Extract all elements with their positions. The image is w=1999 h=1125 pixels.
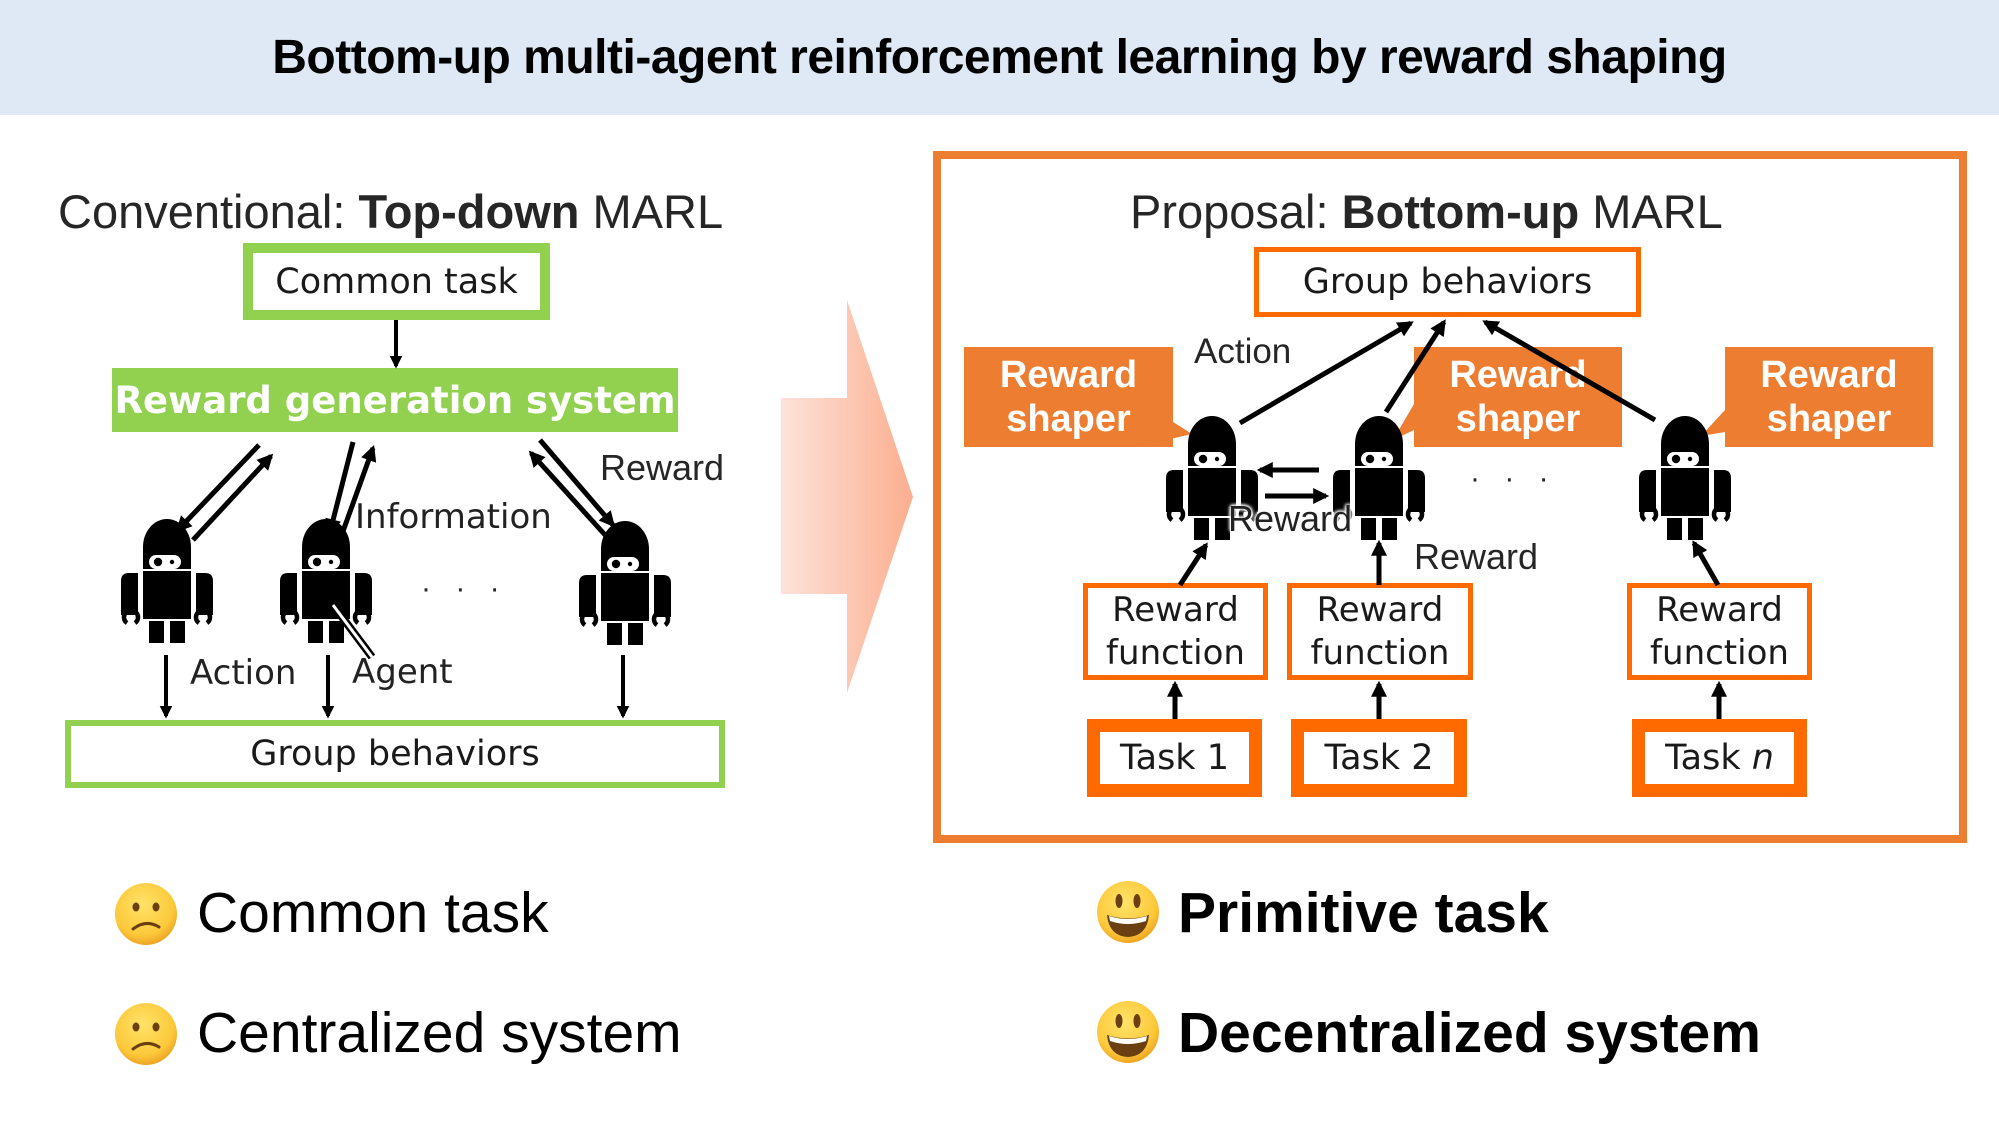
right-bullet-2-text: Decentralized system <box>1178 1001 1761 1065</box>
right-title-bold: Bottom-up <box>1341 185 1580 238</box>
left-bullet-2: Centralized system <box>197 1000 682 1066</box>
task-box-2: Task 2 <box>1291 719 1467 797</box>
arrow-agent-2-to-group <box>1383 319 1447 414</box>
arrow-agent-n-to-system <box>528 450 608 538</box>
arrow-agent-n-to-group <box>1482 319 1657 423</box>
right-bullet-1-text: Primitive task <box>1178 881 1549 945</box>
confused-face-icon <box>113 881 179 947</box>
smiling-face-icon <box>1097 881 1159 943</box>
right-arrow-icon <box>781 300 913 693</box>
arrow-reward-fn-1-to-agent-1 <box>1177 542 1209 587</box>
right-bullet-2: Decentralized system <box>1178 1000 1761 1066</box>
reward-shaper-2-line2: shaper <box>1455 398 1581 440</box>
task-box-n: Task n <box>1632 719 1807 797</box>
arrow-agent-2-to-system <box>339 444 377 535</box>
right-ellipsis: · · · <box>1470 462 1557 495</box>
left-agent-2-robot-icon <box>280 519 372 643</box>
arrow-agent-1-to-group <box>1238 320 1414 426</box>
right-reward-label: Reward <box>1414 536 1539 577</box>
task-2-label: Task 2 <box>1324 738 1434 778</box>
left-agent-n-robot-icon <box>579 521 671 645</box>
common-task-label: Common task <box>275 261 518 302</box>
confused-face-icon <box>113 1001 179 1067</box>
right-bullet-1: Primitive task <box>1178 880 1549 946</box>
left-title-prefix: Conventional: <box>58 185 359 238</box>
left-group-behaviors-box: Group behaviors <box>65 720 725 788</box>
reward-function-1-line2: function <box>1106 632 1245 673</box>
task-n-index: n <box>1751 738 1774 778</box>
task-n-label: Task <box>1665 738 1752 778</box>
right-action-label: Action <box>1194 332 1292 371</box>
reward-function-n-line2: function <box>1650 632 1789 673</box>
left-reward-label: Reward <box>600 447 725 488</box>
slide-title: Bottom-up multi-agent reinforcement lear… <box>272 31 1727 84</box>
left-information-label: Information <box>355 497 552 537</box>
left-title-suffix: MARL <box>579 185 724 238</box>
right-group-behaviors-box: Group behaviors <box>1254 247 1641 317</box>
right-agent-n-robot-icon <box>1639 416 1731 540</box>
right-group-behaviors-label: Group behaviors <box>1302 262 1593 302</box>
proposal-panel <box>933 151 1967 843</box>
right-title-prefix: Proposal: <box>1130 185 1342 238</box>
reward-shaper-1-tail <box>1140 420 1192 446</box>
reward-shaper-2-line1: Reward <box>1449 354 1587 396</box>
left-bullet-1: Common task <box>197 880 549 946</box>
task-1-label: Task 1 <box>1120 738 1229 778</box>
left-section-title: Conventional: Top-down MARL <box>58 184 723 239</box>
reward-generation-system-label: Reward generation system <box>114 378 676 422</box>
reward-function-n-line1: Reward <box>1656 589 1783 630</box>
arrow-system-to-agent-1 <box>175 443 261 533</box>
right-title-suffix: MARL <box>1579 185 1723 238</box>
arrow-system-to-agent-n <box>538 438 616 528</box>
arrow-agent-1-to-system <box>191 453 274 542</box>
left-ellipsis: · · · <box>421 572 508 605</box>
left-action-label: Action <box>190 653 297 693</box>
left-bullet-2-text: Centralized system <box>197 1001 682 1065</box>
left-group-behaviors-label: Group behaviors <box>250 734 540 774</box>
reward-function-2-line2: function <box>1310 632 1450 673</box>
reward-shaper-3-tail <box>1701 410 1725 436</box>
left-agent-1-robot-icon <box>121 519 213 643</box>
right-reward-between-agents-label: Reward <box>1228 498 1353 539</box>
arrow-system-to-agent-2 <box>325 441 356 536</box>
reward-shaper-1-line1: Reward <box>999 354 1138 396</box>
agent-pointer-line <box>331 604 374 658</box>
arrow-reward-fn-n-to-agent-n <box>1691 540 1721 587</box>
right-section-title: Proposal: Bottom-up MARL <box>1130 184 1723 239</box>
header-banner: Bottom-up multi-agent reinforcement lear… <box>0 0 1999 115</box>
reward-function-1-line1: Reward <box>1112 589 1239 630</box>
reward-shaper-3-line2: shaper <box>1766 398 1892 440</box>
common-task-box: Common task <box>243 243 550 320</box>
reward-shaper-1-line2: shaper <box>1006 398 1131 440</box>
left-bullet-1-text: Common task <box>197 881 549 945</box>
reward-shaper-3-line1: Reward <box>1760 354 1898 396</box>
task-box-1: Task 1 <box>1087 719 1262 797</box>
reward-generation-system-box: Reward generation system <box>112 368 678 432</box>
reward-function-2-line1: Reward <box>1316 589 1444 630</box>
left-title-bold: Top-down <box>358 185 580 238</box>
smiling-face-icon <box>1097 1001 1159 1063</box>
